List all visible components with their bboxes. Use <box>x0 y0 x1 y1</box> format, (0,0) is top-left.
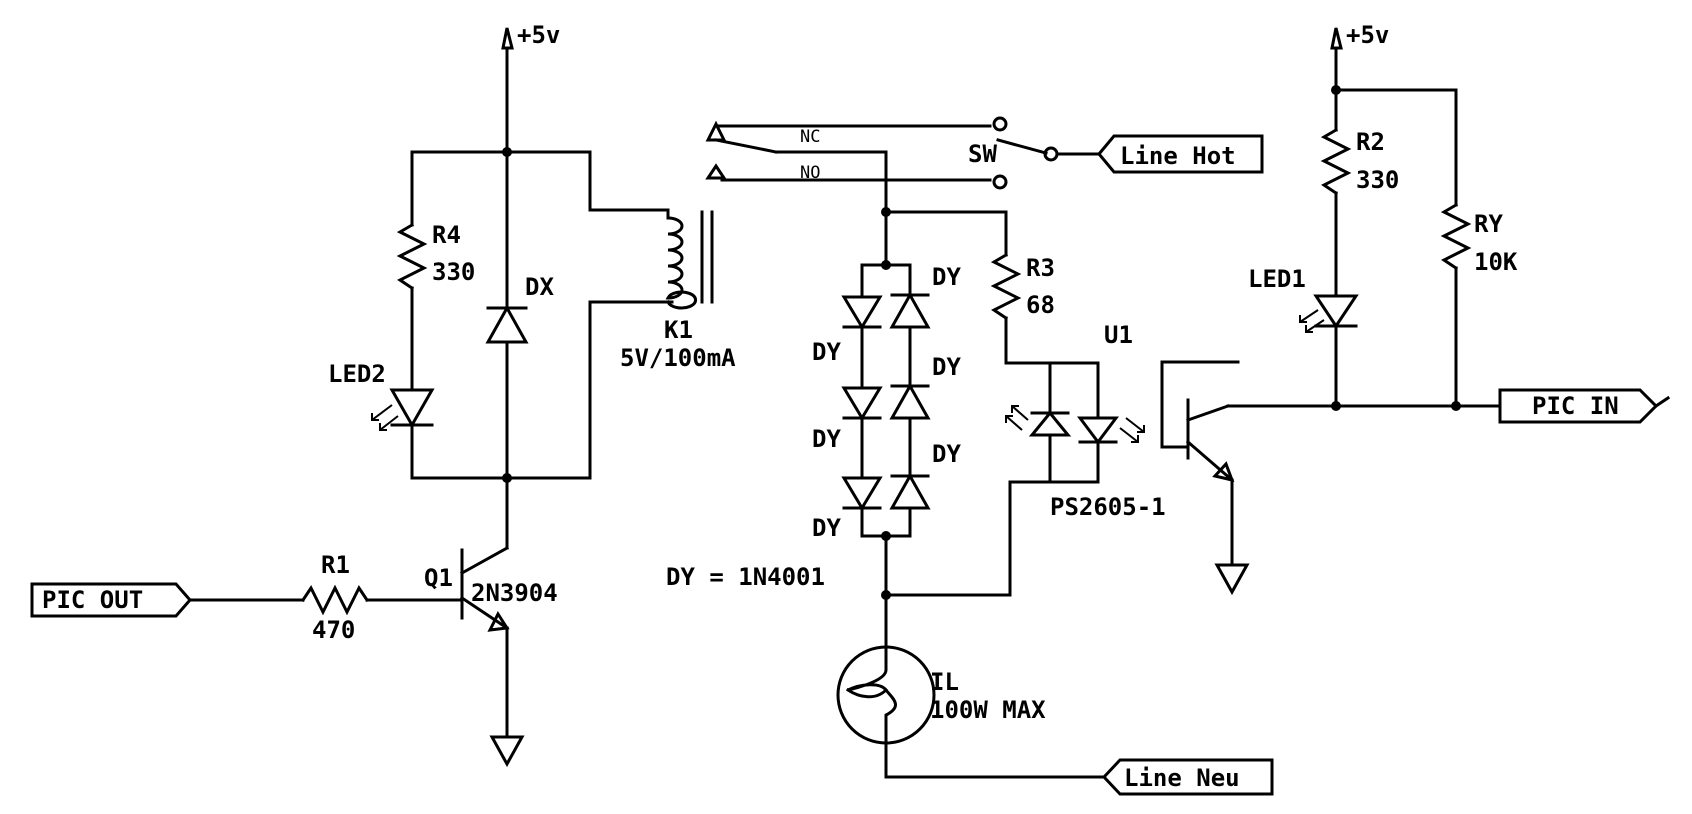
sw-ref: SW <box>968 140 997 168</box>
led2-ref: LED2 <box>328 360 386 388</box>
led1-ref: LED1 <box>1248 265 1306 293</box>
ry-ref: RY <box>1474 210 1503 238</box>
led2: LED2 <box>328 360 435 431</box>
dy-label-6: DY <box>812 514 841 542</box>
relay-nc-label: NC <box>800 127 820 147</box>
dy-diode-5 <box>889 382 931 420</box>
il-value: 100W MAX <box>930 696 1046 724</box>
k1-relay-coil: K1 5V/100mA <box>620 208 736 372</box>
led1: LED1 <box>1248 265 1359 411</box>
dy-labels: DY DY DY DY DY DY DY = 1N4001 <box>666 263 961 591</box>
u1-value: PS2605-1 <box>1050 493 1166 521</box>
dy-label-2: DY <box>812 338 841 366</box>
r1-ref: R1 <box>321 551 350 579</box>
il-lamp: IL 100W MAX <box>836 645 1106 779</box>
dy-diode-6 <box>889 472 931 510</box>
r2-value: 330 <box>1356 166 1399 194</box>
line-hot-port: Line Hot <box>1097 134 1264 174</box>
ground-q1 <box>489 735 525 768</box>
r1-value: 470 <box>312 616 355 644</box>
line-neu-label: Line Neu <box>1124 764 1240 792</box>
u1-phototransistor <box>1160 360 1338 567</box>
bridge-wires <box>860 207 1008 652</box>
il-ref: IL <box>930 668 959 696</box>
r3-ref: R3 <box>1026 254 1055 282</box>
q1-transistor: Q1 2N3904 <box>424 545 558 739</box>
ry-value: 10K <box>1474 248 1518 276</box>
r4-value: 330 <box>432 258 475 286</box>
dy-label-4: DY <box>812 425 841 453</box>
pic-in-label: PIC IN <box>1532 392 1619 420</box>
pic-out-label: PIC OUT <box>42 586 143 614</box>
ry-resistor: RY 10K <box>1334 202 1518 411</box>
relay-contacts: NC NO <box>705 120 992 214</box>
ground-u1 <box>1214 563 1250 596</box>
r4-resistor: R4 330 <box>396 221 475 291</box>
dy-diode-3 <box>841 476 883 511</box>
r4-ref: R4 <box>432 221 461 249</box>
q1-ref: Q1 <box>424 564 453 592</box>
dy-label-3: DY <box>932 353 961 381</box>
r1-resistor: R1 470 <box>300 551 464 644</box>
r2-resistor: R2 330 <box>1320 127 1399 298</box>
r3-value: 68 <box>1026 291 1055 319</box>
vcc-left: +5v <box>501 21 560 152</box>
vcc-left-label: +5v <box>517 21 560 49</box>
dx-diode: DX <box>485 273 554 344</box>
u1-optocoupler-input: U1 PS2605-1 <box>884 321 1166 597</box>
dx-ref: DX <box>525 273 554 301</box>
sw-switch: SW <box>968 116 1101 190</box>
vcc-right-label: +5v <box>1346 21 1389 49</box>
pic-out-port: PIC OUT <box>30 582 305 618</box>
drive-wires <box>410 147 674 550</box>
vcc-right: +5v <box>1330 21 1458 207</box>
dy-label-5: DY <box>932 440 961 468</box>
r2-ref: R2 <box>1356 128 1385 156</box>
relay-no-label: NO <box>800 163 820 183</box>
line-hot-label: Line Hot <box>1120 142 1236 170</box>
r3-resistor: R3 68 <box>990 210 1100 365</box>
k1-value: 5V/100mA <box>620 344 736 372</box>
dy-diode-4 <box>889 291 931 329</box>
q1-value: 2N3904 <box>471 579 558 607</box>
dy-label-1: DY <box>932 263 961 291</box>
line-neu-port: Line Neu <box>1101 758 1274 796</box>
dy-diode-1 <box>841 295 883 330</box>
pic-in-port: PIC IN <box>1498 388 1671 424</box>
u1-ref: U1 <box>1104 321 1133 349</box>
dy-note: DY = 1N4001 <box>666 563 825 591</box>
k1-ref: K1 <box>664 316 693 344</box>
dy-diode-2 <box>841 386 883 421</box>
